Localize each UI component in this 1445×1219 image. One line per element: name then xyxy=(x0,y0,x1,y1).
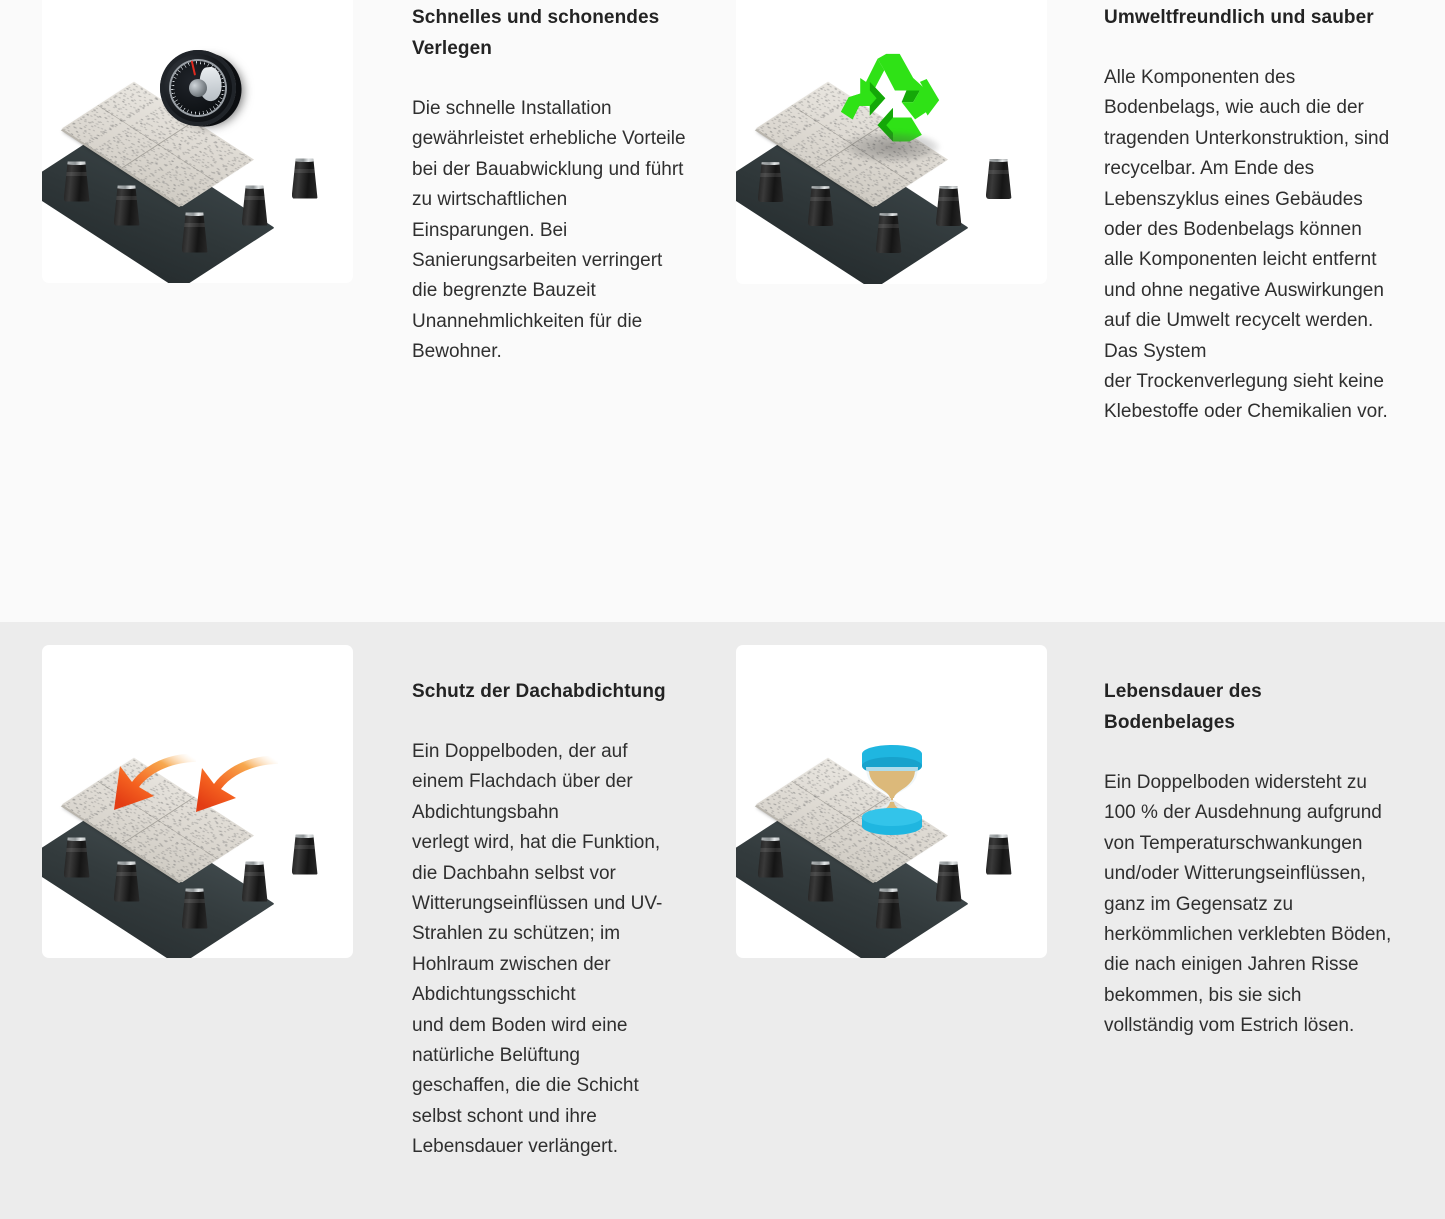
feature-text-schutz-dachabdichtung: Schutz der Dachabdichtung Ein Doppelbode… xyxy=(412,676,680,1163)
feature-heading: Umweltfreundlich und sauber xyxy=(1104,7,1374,28)
recycle-icon xyxy=(828,52,956,163)
feature-text-schnelles-verlegen: Schnelles und schonendes Verlegen Die sc… xyxy=(412,2,688,368)
feature-image-card-umweltfreundlich xyxy=(736,0,1047,284)
feature-body: Die schnelle Installation gewährleistet … xyxy=(412,98,686,363)
feature-text-umweltfreundlich: Umweltfreundlich und sauber Alle Kompone… xyxy=(1104,2,1394,428)
heat-uv-arrows-icon xyxy=(108,740,288,850)
feature-image-card-schutz-dachabdichtung xyxy=(42,645,353,958)
raised-floor-with-heat-uv-arrows-illustration xyxy=(42,645,353,958)
raised-floor-with-recycling-symbol-illustration xyxy=(736,0,1047,284)
raised-floor-with-hourglass-illustration xyxy=(736,645,1047,958)
feature-heading: Schutz der Dachabdichtung xyxy=(412,681,666,702)
feature-body: Ein Doppelboden, der auf einem Flachdach… xyxy=(412,741,663,1158)
feature-heading: Lebensdauer des Bodenbelages xyxy=(1104,681,1262,733)
feature-body: Ein Doppelboden widersteht zu 100 % der … xyxy=(1104,772,1392,1037)
feature-heading: Schnelles und schonendes Verlegen xyxy=(412,7,660,59)
raised-floor-with-kitchen-timer-illustration xyxy=(42,0,353,283)
feature-body: Alle Komponenten des Bodenbelags, wie au… xyxy=(1104,67,1390,423)
feature-image-card-schnelles-verlegen xyxy=(42,0,353,283)
hourglass-icon xyxy=(855,738,929,842)
burn-stain xyxy=(843,132,940,163)
feature-text-lebensdauer: Lebensdauer des Bodenbelages Ein Doppelb… xyxy=(1104,676,1396,1042)
feature-image-card-lebensdauer xyxy=(736,645,1047,958)
